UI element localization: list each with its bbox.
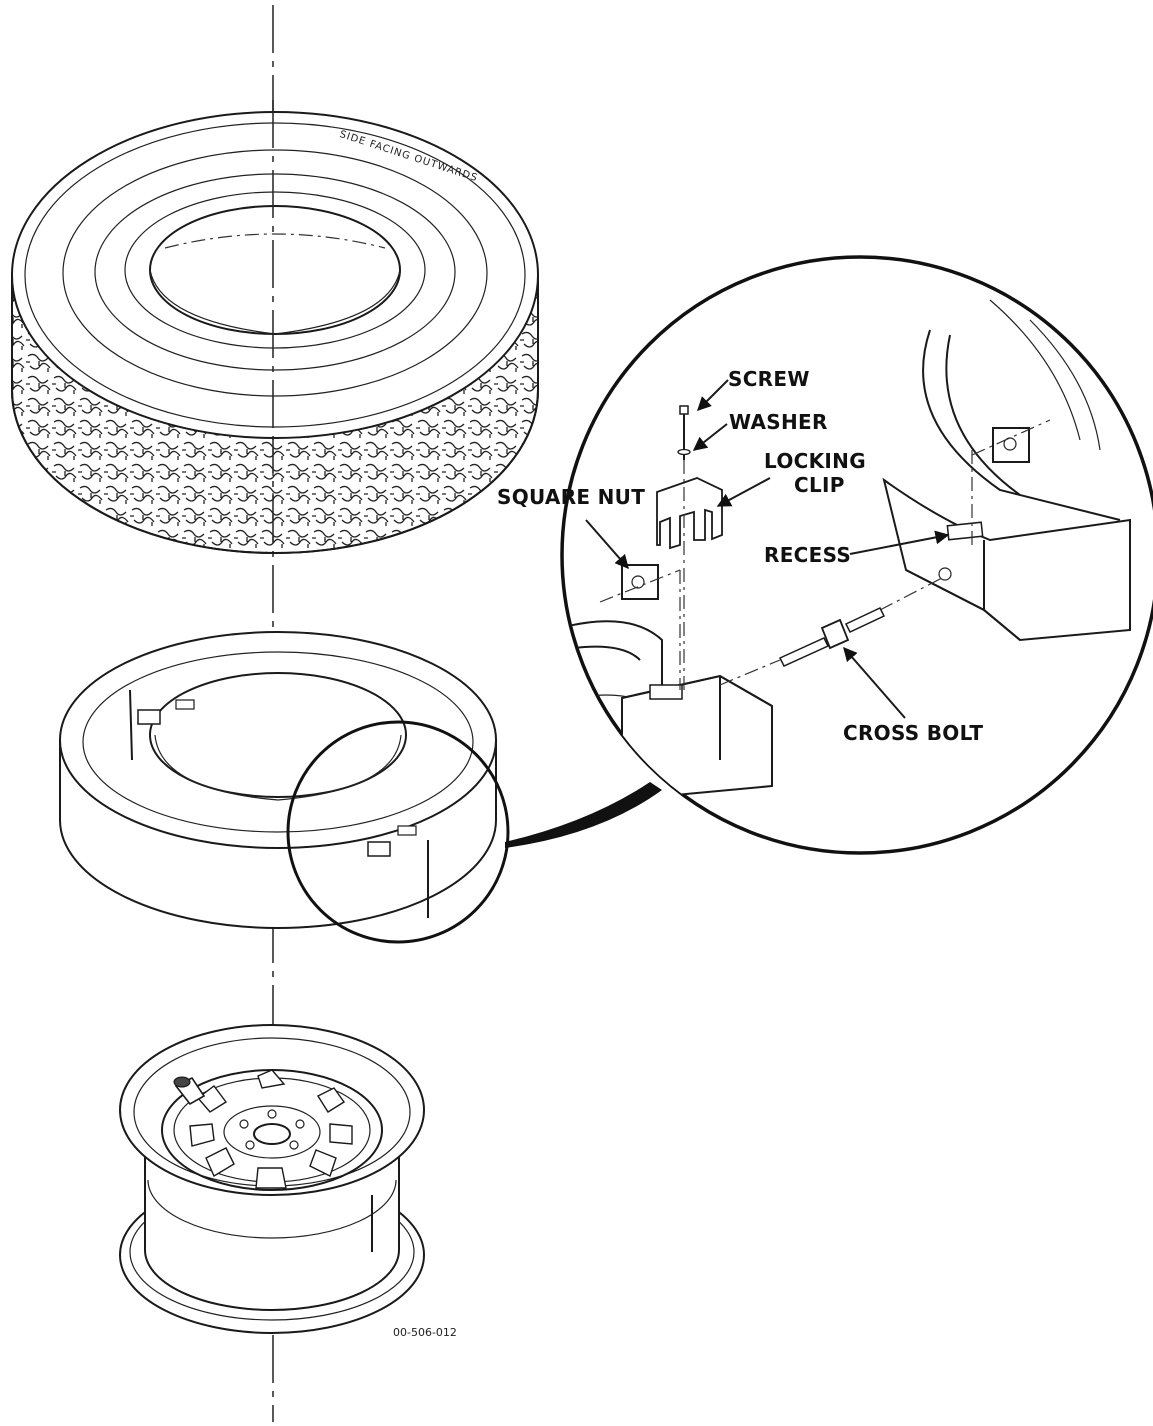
cross-bolt-label: CROSS BOLT (843, 721, 983, 745)
callout-leaders (585, 379, 950, 719)
square-nut-label: SQUARE NUT (497, 485, 645, 509)
locking-clip-label-line2: CLIP (794, 473, 845, 497)
washer-label: WASHER (729, 410, 828, 434)
figure-id: 00-506-012 (393, 1326, 457, 1339)
screw-label: SCREW (728, 367, 810, 391)
magnified-detail-view (560, 255, 1153, 855)
split-ring (59, 631, 510, 944)
detail-callout-circle (286, 720, 510, 944)
locking-clip-part (656, 477, 723, 550)
tire: SIDE FACING OUTWARDS (11, 100, 539, 554)
valve-stem (173, 1076, 206, 1106)
magnify-leader (505, 782, 662, 848)
square-nut-part (621, 564, 659, 600)
cross-bolt-part (719, 577, 943, 686)
locking-clip-label-line1: LOCKING (764, 449, 866, 473)
wheel-rim (119, 1024, 425, 1334)
recess-label: RECESS (764, 543, 851, 567)
